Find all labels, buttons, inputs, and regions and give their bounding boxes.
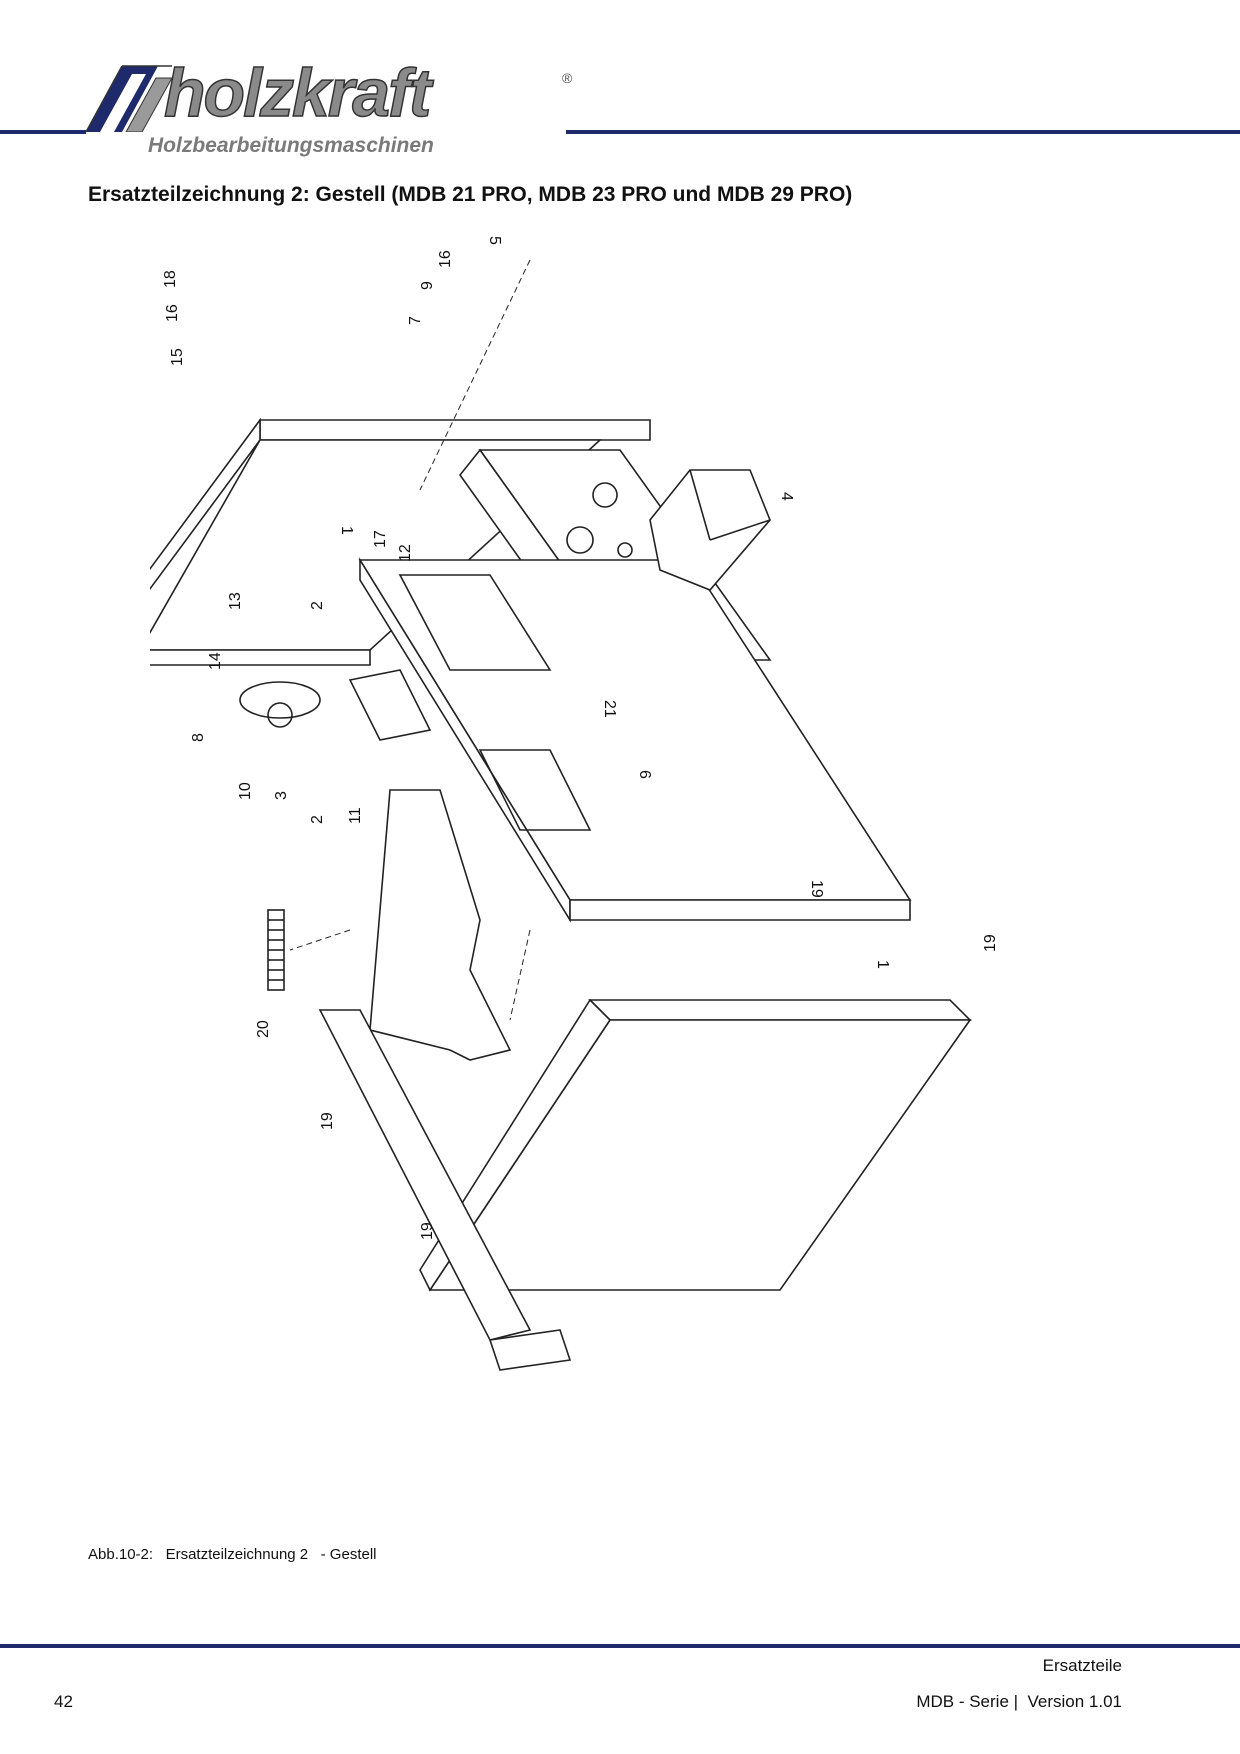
middle-frame-panel bbox=[358, 557, 912, 923]
callout-1: 1 bbox=[338, 526, 355, 535]
callout-19: 19 bbox=[319, 1112, 336, 1130]
switch-unit bbox=[348, 669, 432, 741]
page-title: Ersatzteilzeichnung 2: Gestell (MDB 21 P… bbox=[88, 183, 853, 206]
callout-15: 15 bbox=[169, 348, 186, 366]
figure-caption: Abb.10-2: Ersatzteilzeichnung 2 - Gestel… bbox=[88, 1546, 377, 1563]
footer-rule bbox=[0, 1644, 1240, 1648]
callout-19: 19 bbox=[419, 1222, 436, 1240]
callout-20: 20 bbox=[255, 1020, 272, 1038]
figure-caption-text: Ersatzteilzeichnung 2 - Gestell bbox=[165, 1546, 377, 1563]
regulator-unit bbox=[239, 681, 321, 728]
callout-labels: 18 16 15 5 16 9 7 4 1 17 12 13 2 14 8 10… bbox=[162, 236, 999, 1240]
lower-side-panel bbox=[369, 789, 512, 1061]
callout-21: 21 bbox=[601, 700, 618, 718]
tool-box bbox=[649, 469, 771, 591]
callout-12: 12 bbox=[397, 544, 414, 562]
exploded-parts-drawing: 18 16 15 5 16 9 7 4 1 17 12 13 2 14 8 10… bbox=[150, 236, 999, 1371]
base-assembly bbox=[318, 998, 972, 1371]
footer-section-title: Ersatzteile bbox=[1042, 1656, 1122, 1675]
callout-19: 19 bbox=[808, 880, 825, 898]
callout-18: 18 bbox=[162, 270, 179, 288]
callout-14: 14 bbox=[207, 652, 224, 670]
brand-wordmark: holzkraft bbox=[163, 54, 432, 132]
callout-5: 5 bbox=[486, 236, 503, 245]
callout-13: 13 bbox=[227, 592, 244, 610]
spring bbox=[267, 909, 285, 991]
registered-mark: ® bbox=[562, 70, 573, 86]
callout-3: 3 bbox=[273, 791, 290, 800]
footer-series-version: MDB - Serie | Version 1.01 bbox=[916, 1692, 1122, 1711]
callout-8: 8 bbox=[190, 733, 207, 742]
page-number: 42 bbox=[54, 1692, 73, 1711]
callout-1: 1 bbox=[874, 960, 891, 969]
callout-4: 4 bbox=[778, 492, 795, 501]
callout-11: 11 bbox=[347, 807, 364, 824]
callout-9: 9 bbox=[419, 281, 436, 290]
callout-10: 10 bbox=[237, 782, 254, 800]
brand-logo: holzkraft ® Holzbearbeitungsmaschinen bbox=[86, 54, 572, 164]
callout-6: 6 bbox=[636, 770, 653, 779]
callout-16: 16 bbox=[164, 304, 181, 322]
callout-2: 2 bbox=[309, 601, 326, 610]
brand-tagline: Holzbearbeitungsmaschinen bbox=[148, 134, 434, 157]
logo-mark-icon bbox=[86, 65, 173, 132]
callout-17: 17 bbox=[372, 530, 389, 548]
callout-7: 7 bbox=[407, 316, 424, 325]
callout-2: 2 bbox=[309, 815, 326, 824]
figure-number: Abb.10-2: bbox=[88, 1546, 154, 1563]
callout-16: 16 bbox=[437, 250, 454, 268]
header-rule bbox=[0, 130, 1240, 134]
callout-19: 19 bbox=[982, 934, 999, 952]
dashed-assembly-lines bbox=[289, 259, 531, 1021]
